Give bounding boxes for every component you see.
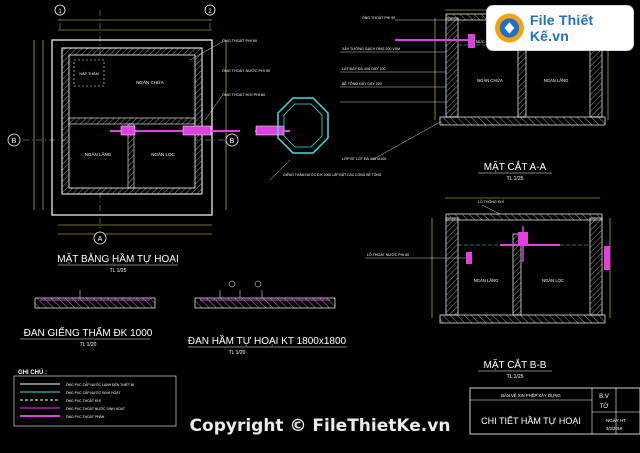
plan-note-pipe-out: ỐNG THOÁT NƯỚC PHI 90 (222, 68, 270, 73)
plan-partition-v (127, 123, 135, 189)
tb-permit: BẢN VẼ XIN PHÉP XÂY DỰNG (501, 393, 561, 398)
tb-sheet-sub: TỜ (600, 403, 609, 410)
plan-note-pipe-vent: ỐNG THOÁT HƠI PHI 60 (222, 92, 265, 97)
bb-scale: TL 1/25 (507, 374, 524, 380)
aa-footing (439, 116, 606, 126)
plan-room-right: NGĂN LỌC (151, 151, 175, 157)
legend-item: ỐNG PVC CẤP NƯỚC SINH HOẠT (66, 390, 121, 395)
bb-top-slab (445, 213, 603, 221)
aa-note: XÂY TƯỜNG GẠCH ỐNG 200 VXM (342, 46, 400, 51)
axis-label-b-left: B (12, 138, 17, 145)
soak-well-octagon (277, 97, 329, 154)
plan-note-well: GIẾNG THẤM NƯỚC Đ.K 1000 LẮP ĐẶT CÁC CỐN… (283, 172, 382, 177)
slab-tank-scale: TL 1/20 (229, 350, 246, 356)
slab-tank-title: ĐAN HẦM TỰ HOẠI KT 1800x1800 (188, 334, 347, 347)
axis-bubble-a (93, 231, 107, 245)
slab-well-scale: TL 1/20 (80, 342, 97, 348)
tb-date-label: NGÀY HT (606, 417, 626, 423)
axis-bubble-2 (204, 4, 216, 16)
legend-item: ỐNG PVC THOÁT PHÂN (66, 414, 105, 419)
plan-view: B B A 1 2 NGĂN CHỨA NẮP THĂM NGĂN LẮNG N… (7, 4, 382, 274)
plan-room-left: NGĂN LẮNG (85, 150, 112, 157)
legend-item: ỐNG PVC THOÁT KHÍ (66, 398, 101, 403)
aa-title: MẶT CẮT A-A (484, 160, 547, 173)
aa-note: LỚP BT LÓT ĐÁ 4X6 M100 (342, 156, 386, 161)
bb-note: LỖ THÔNG KHÍ (478, 199, 504, 204)
axis-bubble-b-left (7, 133, 21, 147)
aa-note: LÁT ĐÁY ĐÁ 4X6 DÀY 100 (342, 67, 386, 71)
copyright-watermark: Copyright © FileThietKe.vn (189, 416, 451, 436)
title-block: BẢN VẼ XIN PHÉP XÂY DỰNG CHI TIẾT HẦM TỰ… (469, 387, 640, 435)
axis-label-1: 1 (58, 9, 62, 15)
plan-title: MẶT BẰNG HẦM TỰ HOẠI (57, 252, 179, 265)
tb-sheet-label: B.V (599, 394, 609, 400)
axis-bubble-1 (54, 4, 66, 16)
aa-room-left: NGĂN CHỨA (477, 78, 503, 83)
axis-label-2: 2 (208, 9, 212, 15)
legend-item: ỐNG PVC THOÁT NƯỚC SINH HOẠT (66, 406, 125, 411)
logo-icon (494, 13, 524, 43)
axis-label-b-right: B (230, 138, 235, 145)
tb-date-value: 3/3/2016 (606, 426, 623, 431)
bb-room-left: NGĂN LẮNG (474, 278, 499, 283)
bb-room-right: NGĂN LỌC (542, 278, 564, 283)
aa-room-right: NGĂN LẮNG (544, 78, 569, 83)
slab-well-section (34, 297, 156, 309)
slab-details: ĐAN GIẾNG THẤM ĐK 1000 TL 1/20 ĐAN HẦM T… (20, 280, 347, 356)
bb-footing (439, 314, 606, 324)
slab-well-title: ĐAN GIẾNG THẤM ĐK 1000 (24, 326, 153, 339)
plan-room-top: NGĂN CHỨA (136, 79, 164, 85)
plan-scale: TL 1/25 (110, 268, 127, 274)
legend-item: ỐNG PVC CẤP NƯỚC LẠNH ĐẾN THIẾT BỊ (66, 382, 134, 387)
plan-outer-slab (51, 39, 213, 216)
tb-drawing-title: CHI TIẾT HẦM TỰ HOẠI (481, 416, 581, 426)
aa-scale: TL 1/25 (507, 176, 524, 182)
bb-note: LỖ THOÁT NƯỚC PHI 60 (367, 252, 409, 257)
plan-pipe-out (255, 125, 285, 136)
bb-title: MẶT CẮT B-B (484, 358, 547, 371)
axis-bubble-b-right (225, 133, 239, 147)
plan-pipe-tee (120, 125, 136, 136)
legend-heading: GHI CHÚ : (18, 369, 47, 376)
plan-partition-h (68, 117, 196, 125)
section-bb: LỖ THÔNG KHÍ LỖ THOÁT NƯỚC PHI 60 NGĂN L… (365, 197, 611, 380)
plan-room-small: NẮP THĂM (79, 71, 98, 76)
slab-tank-section (194, 297, 336, 309)
legend: GHI CHÚ : ỐNG PVC CẤP NƯỚC LẠNH ĐẾN THIẾ… (13, 369, 177, 427)
plan-dimensions (33, 19, 227, 235)
aa-note: ỐNG THOÁT PHI 90 (362, 15, 395, 20)
axis-label-a: A (98, 236, 103, 243)
watermark-logo: File Thiết Kế.vn (487, 6, 633, 50)
plan-note-pipe-in: ỐNG THOÁT PHI 90 (222, 38, 257, 43)
logo-text: File Thiết Kế.vn (529, 12, 594, 44)
aa-note: BÊ TÔNG ĐÁY DÀY 200 (342, 81, 382, 86)
plan-pipe-fitting (182, 125, 212, 136)
